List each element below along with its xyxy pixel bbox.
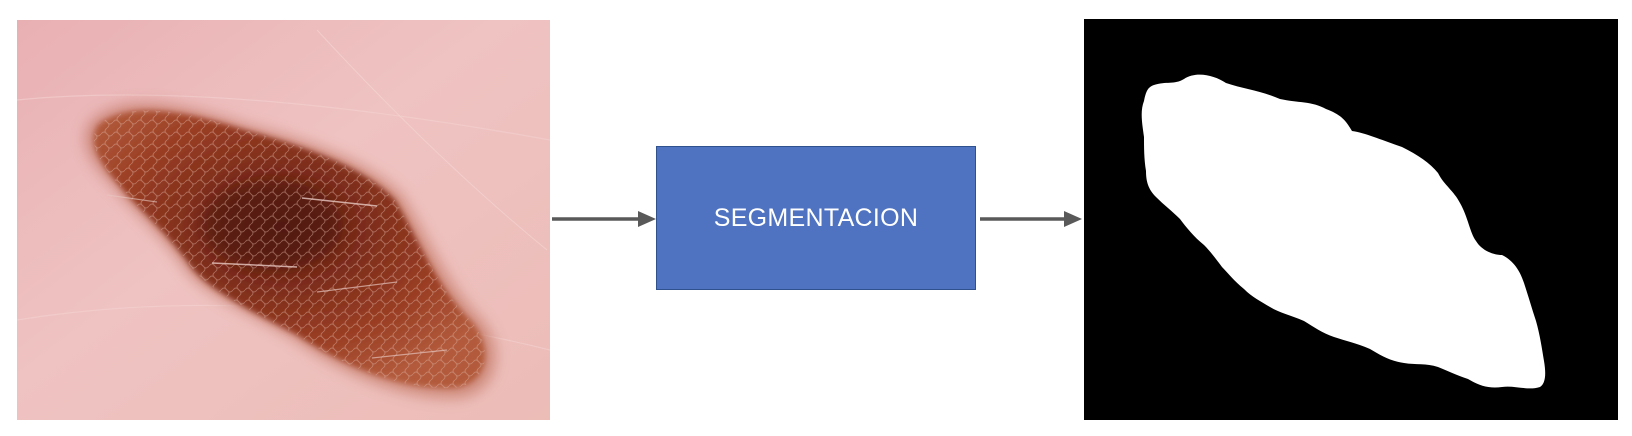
segmentation-label: SEGMENTACION [713, 203, 919, 232]
binary-mask-graphic [1084, 19, 1618, 420]
segmentation-mask-image [1084, 19, 1618, 420]
lesion-mask-shape [1141, 74, 1546, 389]
arrow-to-segmentation-icon [552, 211, 656, 227]
lesion-photo-graphic [17, 20, 550, 420]
segmentation-process-box: SEGMENTACION [656, 146, 976, 290]
dermoscopy-input-image [17, 20, 550, 420]
arrow-to-mask-icon [980, 211, 1082, 227]
